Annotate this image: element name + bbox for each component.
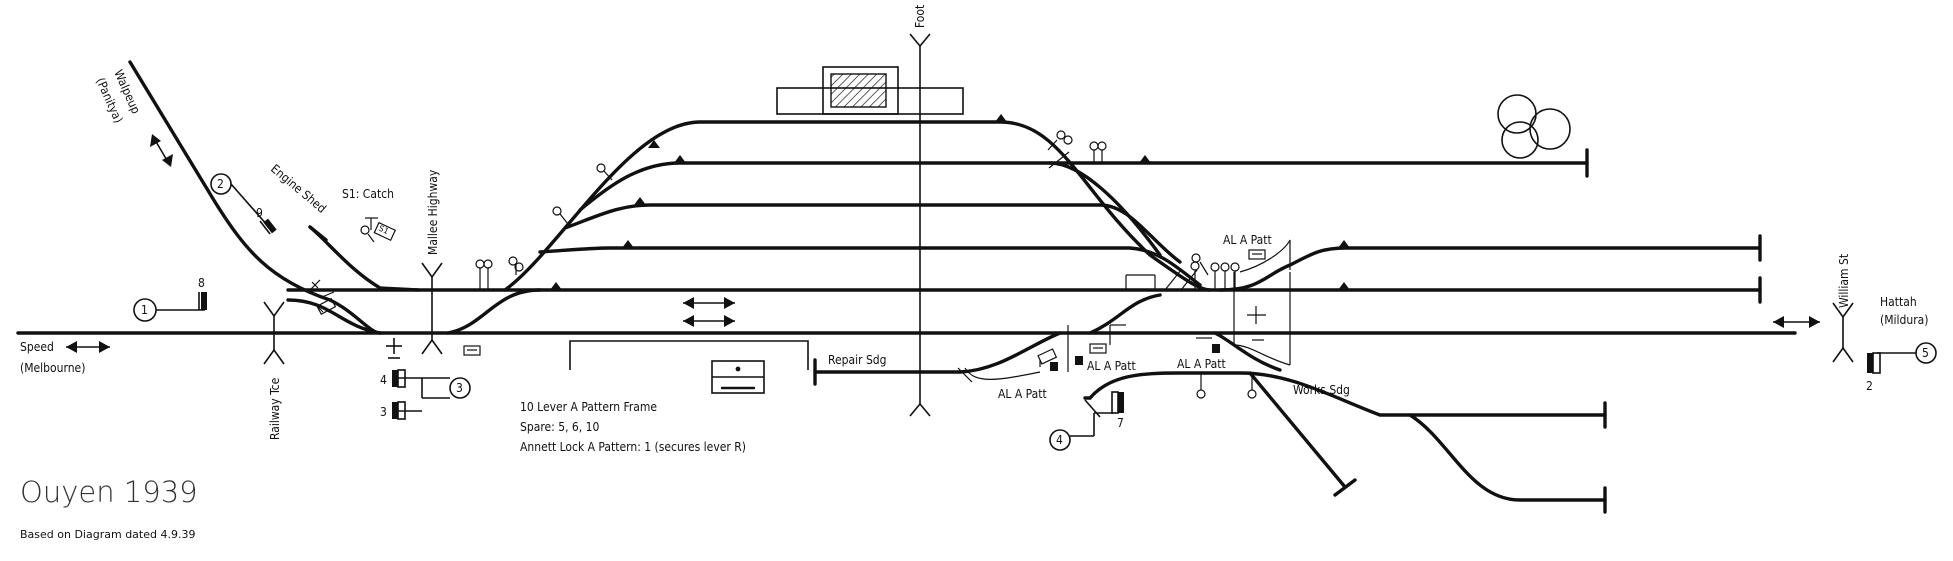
annett-lock-label-2: AL A Patt <box>1087 359 1136 373</box>
diagram-subtitle: Based on Diagram dated 4.9.39 <box>20 528 195 541</box>
signal-1-number: 1 <box>141 303 148 317</box>
william-st-crossing <box>1832 302 1854 363</box>
fouling-markers <box>550 114 1350 290</box>
signal-8-number: 8 <box>198 276 205 290</box>
signal-5 <box>1867 342 1937 374</box>
signal-2-number: 2 <box>217 177 224 191</box>
mallee-highway-label: Mallee Highway <box>426 169 440 255</box>
signal-5-number: 5 <box>1922 346 1929 360</box>
station-building <box>776 66 964 115</box>
annett-lock-label-1: AL A Patt <box>1223 233 1272 247</box>
yard-road-3 <box>563 203 1182 264</box>
signal-9-number: 9 <box>256 206 263 220</box>
water-tanks <box>1497 94 1571 159</box>
works-spur <box>1248 371 1347 489</box>
signal-3 <box>386 338 471 420</box>
annett-lock-label-3: AL A Patt <box>1177 357 1226 371</box>
signal-1 <box>133 292 207 322</box>
direction-right-sub: (Mildura) <box>1880 313 1929 327</box>
signal-2 <box>210 173 277 235</box>
foot-label: Foot <box>913 5 927 28</box>
loop-lower-link <box>1088 293 1162 335</box>
signal-3-lower: 3 <box>380 405 387 419</box>
railway-tce-crossing <box>263 301 285 365</box>
catch-box-label: S1 <box>377 224 390 236</box>
signal-2b-number: 2 <box>1866 379 1873 393</box>
signal-3-number: 3 <box>456 381 463 395</box>
repair-siding-label: Repair Sdg <box>828 353 887 367</box>
repair-siding-lead <box>958 331 1062 374</box>
loop-approach-left <box>446 288 542 335</box>
engine-shed-label: Engine Shed <box>268 162 329 216</box>
walpeup-branch <box>128 60 382 335</box>
engine-shed-stub <box>308 225 328 242</box>
signal-4-number: 4 <box>1056 433 1063 447</box>
loop-track <box>286 298 382 335</box>
signal-7-number: 7 <box>1117 416 1124 430</box>
loop-right-exit <box>1218 246 1762 292</box>
annett-lock-label-4: AL A Patt <box>998 387 1047 401</box>
diagram-title: Ouyen 1939 <box>20 475 198 509</box>
right-crossover <box>1213 331 1282 372</box>
left-point-symbol <box>309 279 321 291</box>
buffer-spur <box>1333 478 1357 497</box>
engine-shed-track <box>308 225 420 292</box>
mallee-highway-crossing <box>421 262 443 355</box>
signal-4 <box>1049 391 1124 451</box>
direction-left-sub: (Melbourne) <box>20 361 85 375</box>
william-st-label: William St <box>1837 254 1851 308</box>
catch-label: S1: Catch <box>342 187 394 201</box>
footbridge <box>909 33 931 417</box>
frame-notes-line-3: Annett Lock A Pattern: 1 (secures lever … <box>520 440 746 454</box>
railway-tce-label: Railway Tce <box>268 377 282 440</box>
frame-notes-line-2: Spare: 5, 6, 10 <box>520 420 600 434</box>
works-siding <box>1088 371 1607 417</box>
bidirectional-arrows <box>66 134 1820 353</box>
works-siding-label: Works Sdg <box>1293 383 1350 397</box>
annett-locks <box>314 151 1291 383</box>
yard-road-2 <box>578 161 1162 257</box>
direction-left: Speed <box>20 340 54 354</box>
disc-signals <box>360 130 1257 399</box>
yard-road-4 <box>538 246 1202 287</box>
signal-3-upper: 4 <box>380 373 387 387</box>
catch-point <box>365 217 397 242</box>
direction-right: Hattah <box>1880 295 1917 309</box>
works-siding-2 <box>1408 413 1607 502</box>
frame-notes-line-1: 10 Lever A Pattern Frame <box>520 400 657 414</box>
lower-platform <box>569 340 809 394</box>
